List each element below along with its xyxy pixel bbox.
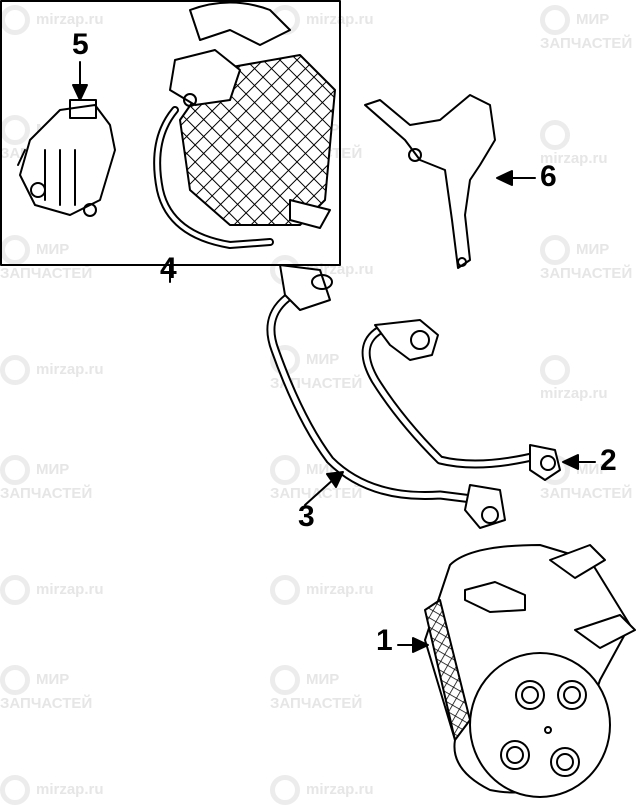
callout-3: 3 <box>298 500 315 533</box>
part-3-hose <box>266 264 506 529</box>
callout-6: 6 <box>540 160 557 193</box>
arrowhead-2 <box>562 454 579 470</box>
arrowhead-5 <box>72 84 88 101</box>
leader-arrow-3 <box>304 477 336 506</box>
callout-4: 4 <box>160 252 177 285</box>
part-5-valve <box>17 99 116 217</box>
callout-2: 2 <box>600 444 617 477</box>
arrowhead-1 <box>412 637 429 653</box>
arrowhead-3 <box>326 471 344 488</box>
part-1-canister <box>424 544 636 798</box>
part-6-bracket <box>364 94 496 269</box>
callout-5: 5 <box>72 28 89 61</box>
arrowhead-6 <box>496 170 513 186</box>
callout-1: 1 <box>376 624 393 657</box>
part-2-hose <box>361 319 561 481</box>
part-4-purge-assembly <box>153 1 336 249</box>
